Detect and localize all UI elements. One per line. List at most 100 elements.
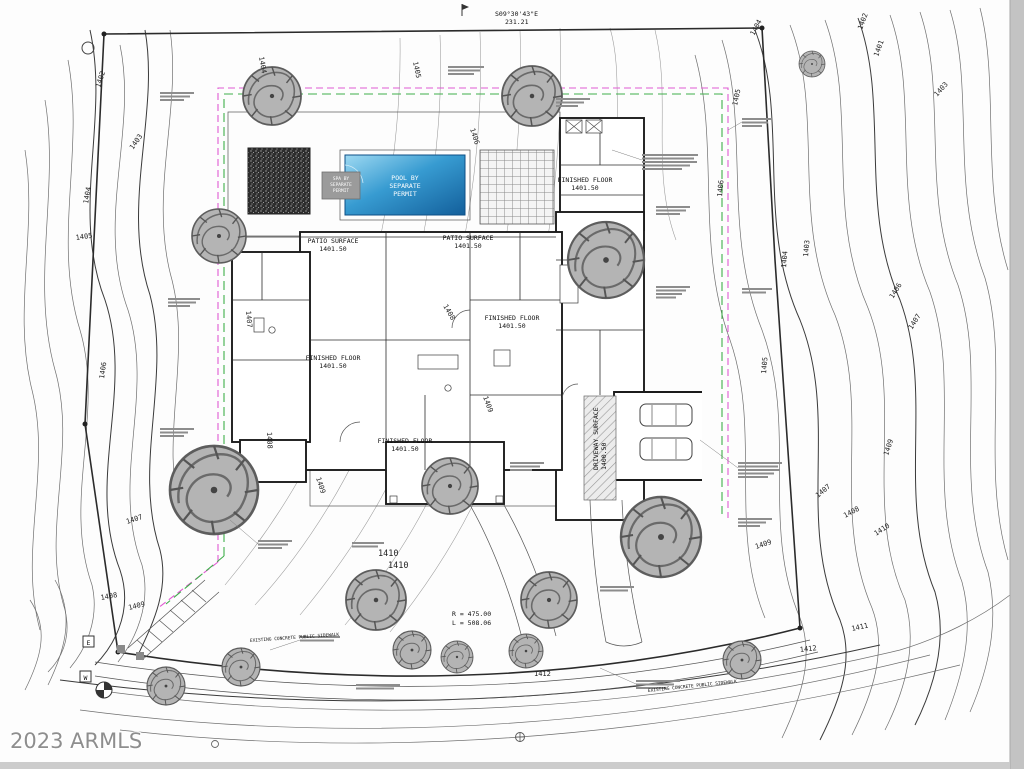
contour-label: 1403 <box>802 240 811 257</box>
tree <box>501 65 563 127</box>
contour-label: 1410 <box>388 561 408 571</box>
contour-lines <box>23 7 1011 744</box>
left-wing-outline <box>231 251 311 443</box>
annotation-block <box>600 586 634 592</box>
contour-label: 1402 <box>856 12 869 31</box>
contour-label: 1405 <box>75 232 93 242</box>
contour-label: 1406 <box>888 282 904 301</box>
bearing-distance: 231.21 <box>505 18 529 26</box>
sidewalk-edge <box>94 639 811 687</box>
curve-length-label: L = 508.06 <box>452 619 491 627</box>
finished-floor-value: 1401.50 <box>319 362 346 370</box>
site-symbols: E W <box>79 635 525 748</box>
contour-label: 1406 <box>468 127 481 146</box>
tree <box>619 495 703 579</box>
finished-floor-label: FINISHED FLOOR <box>485 314 540 322</box>
survey-flag <box>462 4 469 10</box>
svg-text:1400.50: 1400.50 <box>600 443 608 470</box>
finished-floor-value: 1401.50 <box>498 322 525 330</box>
spa-label: SEPARATE <box>330 182 352 188</box>
contour-label: 1402 <box>94 70 107 89</box>
annotation-block <box>160 92 194 101</box>
contour-label: 1404 <box>82 186 93 204</box>
finished-floor-label: FINISHED FLOOR <box>306 354 361 362</box>
contour-label: 1407 <box>125 513 144 526</box>
patio-surface-label: PATIO SURFACE <box>443 234 494 242</box>
contour-label: 1403 <box>933 80 950 98</box>
driveway-surface-label: DRIVEWAY SURFACE 1400.50 <box>592 407 608 470</box>
tree <box>242 66 302 126</box>
annotation-block <box>258 540 292 549</box>
contour-label: 1405 <box>731 88 742 106</box>
contour-label: 1409 <box>754 538 773 551</box>
boundary-corner-marker <box>759 25 765 31</box>
annotation-block <box>160 428 194 437</box>
pool-area: POOL BY SEPARATE PERMIT SPA BY SEPARATE … <box>247 147 555 225</box>
trellis-lattice <box>479 149 555 225</box>
contour-label: 1410 <box>378 549 398 559</box>
ramada-stipple-pad <box>247 147 311 215</box>
pool-label: POOL BY <box>391 174 418 182</box>
contour-label: 1409 <box>128 600 146 612</box>
sidewalk-label: EXISTING CONCRETE PUBLIC SIDEWALK <box>250 632 340 644</box>
annotation-block <box>556 98 590 107</box>
tree <box>168 444 260 536</box>
utility-box-w <box>79 670 92 683</box>
patio-surface-value: 1401.50 <box>319 245 346 253</box>
utility-pad <box>117 645 125 653</box>
annotation-block <box>356 684 400 690</box>
sidewalk-edge <box>94 651 819 701</box>
survey-monument <box>211 740 219 748</box>
contour-label: 1412 <box>799 644 817 654</box>
pool-label: SEPARATE <box>389 182 420 190</box>
contour-label: 1404 <box>780 251 789 268</box>
finished-floor-value: 1401.50 <box>571 184 598 192</box>
spa-label: PERMIT <box>333 188 350 194</box>
contour-label: 1408 <box>100 591 118 602</box>
contour-label: 1408 <box>842 505 861 520</box>
patio-surface-value: 1401.50 <box>454 242 481 250</box>
street-and-sidewalk <box>94 639 819 701</box>
annotation-block <box>656 286 690 299</box>
annotation-block <box>510 462 544 471</box>
tree <box>221 647 261 687</box>
curve-radius-label: R = 475.00 <box>452 610 491 618</box>
car <box>639 403 693 427</box>
boundary-corner-marker <box>797 625 803 631</box>
bearing-label: S09°30'43"E <box>495 10 538 18</box>
survey-monument <box>515 732 525 742</box>
tree <box>191 208 247 264</box>
building-envelope <box>165 93 723 605</box>
spa-label: SPA BY <box>333 176 350 182</box>
pool-label: PERMIT <box>393 190 417 198</box>
contour-label: 1404 <box>257 56 268 74</box>
tree <box>722 640 762 680</box>
annotation-block <box>742 118 772 127</box>
bottom-gray-strip <box>0 762 1010 769</box>
finished-floor-value: 1401.50 <box>391 445 418 453</box>
annotation-block <box>168 298 200 307</box>
contour-label: 1405 <box>760 357 769 374</box>
contour-label: 1412 <box>534 670 551 678</box>
mechanical-equipment <box>565 119 603 134</box>
annotation-block <box>352 542 384 548</box>
contour-label: 1406 <box>716 180 725 197</box>
car <box>639 437 693 461</box>
annotation-block <box>636 680 680 689</box>
main-house-outline <box>299 231 563 471</box>
contour-label: 1408 <box>265 432 274 449</box>
patio-surface-label: PATIO SURFACE <box>308 237 359 245</box>
annotation-block <box>448 66 484 75</box>
pool <box>344 154 466 216</box>
contour-label: 1411 <box>851 622 869 633</box>
annotation-block <box>656 206 690 215</box>
finished-floor-label: FINISHED FLOOR <box>378 437 433 445</box>
utility-pad <box>136 652 144 660</box>
svg-text:DRIVEWAY SURFACE: DRIVEWAY SURFACE <box>592 407 600 470</box>
contour-label: 1407 <box>814 483 832 500</box>
survey-point-symbol <box>81 41 95 55</box>
tree <box>798 50 826 78</box>
contour-label: 1406 <box>98 361 108 379</box>
